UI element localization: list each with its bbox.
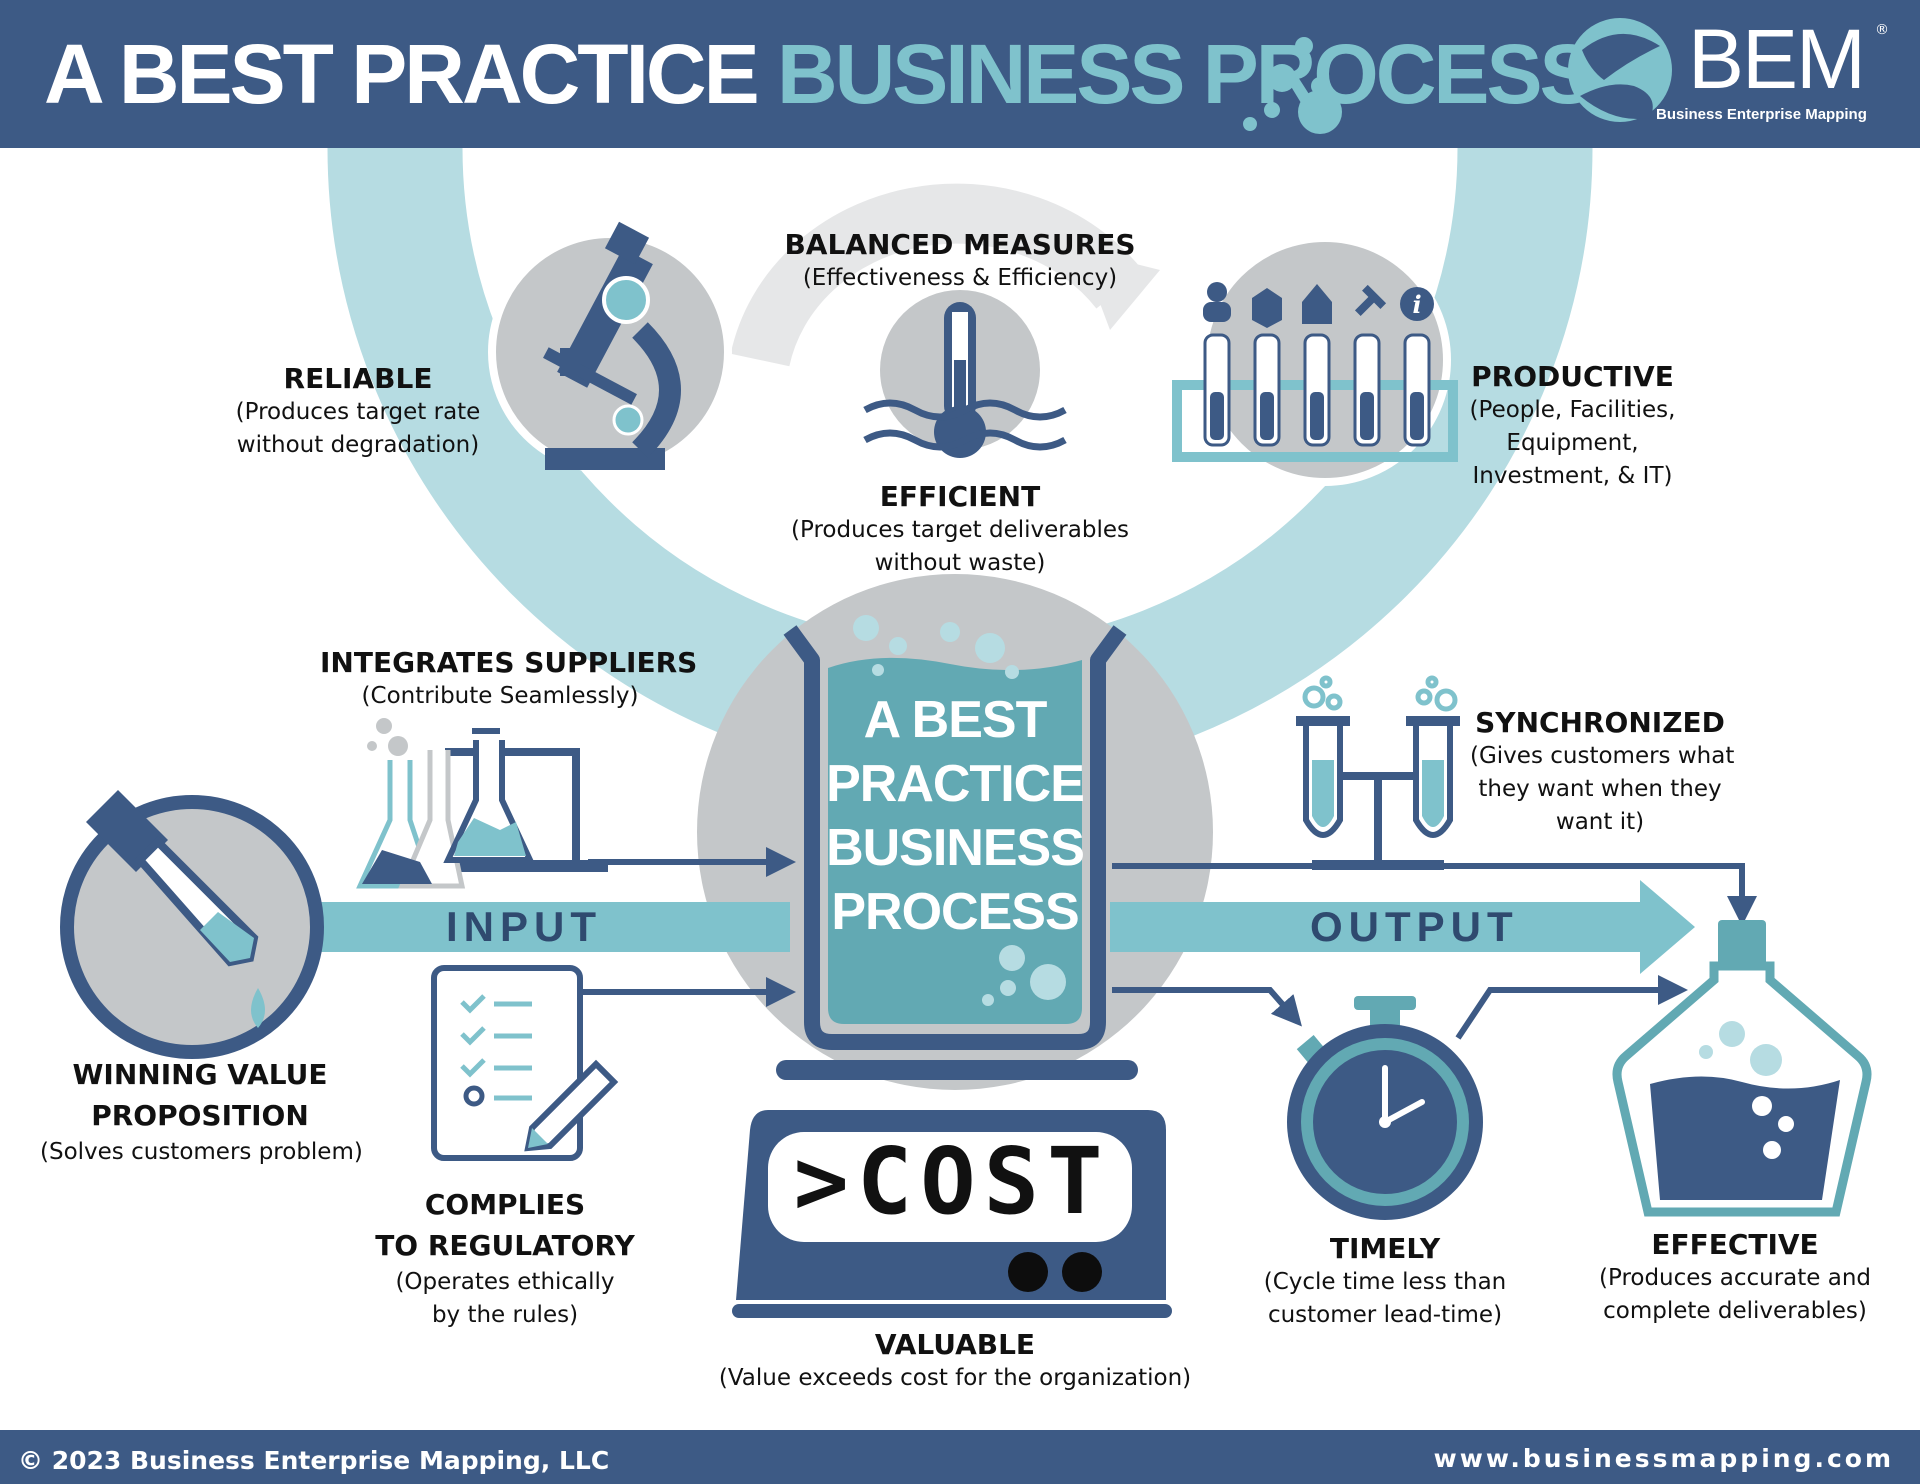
beaker-line: PROCESS [831,883,1079,941]
arrow-process-to-timely [1112,987,1302,1027]
test-tube-rack-icon: i [1172,234,1458,486]
effective-title: EFFECTIVE [1651,1228,1819,1261]
reliable-desc-line: without degradation) [236,432,480,458]
winning-value-title-line: PROPOSITION [91,1099,309,1132]
efficient-desc-line: without waste) [874,550,1046,576]
reliable-desc-line: (Produces target rate [235,399,481,425]
effective-label: EFFECTIVE (Produces accurate and complet… [1595,1228,1875,1328]
logo-subtitle: Business Enterprise Mapping [1656,106,1867,123]
integrates-suppliers-title: INTEGRATES SUPPLIERS [320,646,698,679]
scale-icon [732,1060,1172,1318]
beaker-line: BUSINESS [826,819,1085,877]
complies-label: COMPLIES TO REGULATORY (Operates ethical… [360,1184,650,1332]
logo-text: BEM [1688,12,1866,106]
complies-title-line: TO REGULATORY [375,1229,635,1262]
input-label: INPUT [446,903,602,950]
efficient-desc-line: (Produces target deliverables [791,517,1129,543]
efficient-title: EFFICIENT [879,480,1041,513]
valuable-desc: (Value exceeds cost for the organization… [718,1365,1192,1391]
bem-logo-icon [1568,18,1672,122]
beaker-line: PRACTICE [826,755,1085,813]
reliable-label: RELIABLE (Produces target rate without d… [218,362,498,462]
beaker-label: A BEST PRACTICE BUSINESS PROCESS [826,688,1085,944]
scale-display: >COST [793,1128,1111,1235]
output-label: OUTPUT [1310,903,1519,950]
dropper-icon [60,790,324,1059]
microscope-icon [488,221,732,474]
stopwatch-icon [1287,996,1483,1220]
timely-title: TIMELY [1329,1232,1441,1265]
timely-desc-line: customer lead-time) [1267,1302,1503,1328]
potion-flask-icon [1612,920,1872,1217]
output-band-arrow [1110,880,1695,974]
beaker-line: A BEST [863,691,1048,749]
beaker-icon [783,615,1127,1050]
logo-registered-mark: ® [1875,22,1889,38]
efficient-label: EFFICIENT (Produces target deliverables … [770,480,1150,580]
productive-title: PRODUCTIVE [1471,360,1674,393]
page-title: A BEST PRACTICE BUSINESS PROCESS [44,18,1596,130]
flasks-icon [356,718,608,889]
footer-copyright: © 2023 Business Enterprise Mapping, LLC [18,1446,610,1475]
complies-title-line: COMPLIES [424,1188,586,1221]
refresh-arrow-shape [730,183,1144,367]
footer-bar [0,1430,1920,1484]
balanced-measures-desc: (Effectiveness & Efficiency) [802,265,1118,291]
winning-value-label: WINNING VALUE PROPOSITION (Solves custom… [40,1054,363,1169]
winning-value-title-line: WINNING VALUE [72,1058,328,1091]
balanced-measures-title: BALANCED MEASURES [784,228,1136,261]
thermometer-icon [863,290,1067,458]
productive-desc-line: Equipment, [1506,430,1639,456]
timely-label: TIMELY (Cycle time less than customer le… [1250,1232,1520,1332]
synchronized-desc-line: want it) [1555,809,1645,835]
productive-desc-line: Investment, & IT) [1472,463,1673,489]
reliable-title: RELIABLE [283,362,433,395]
effective-desc-line: complete deliverables) [1603,1298,1867,1324]
title-part-1: A BEST PRACTICE [44,27,760,121]
input-band [270,902,790,952]
footer-website-link[interactable]: www.businessmapping.com [1433,1444,1894,1473]
header-bubbles [1243,37,1342,134]
valuable-title: VALUABLE [874,1328,1036,1361]
synchronized-tubes-icon [1296,675,1460,870]
synchronized-desc-line: they want when they [1478,776,1722,802]
synchronized-title: SYNCHRONIZED [1475,706,1725,739]
effective-desc-line: (Produces accurate and [1599,1265,1871,1291]
balanced-measures-label: BALANCED MEASURES (Effectiveness & Effic… [760,228,1160,295]
winning-value-desc: (Solves customers problem) [40,1139,363,1165]
synchronized-label: SYNCHRONIZED (Gives customers what they … [1470,706,1735,839]
productive-desc-line: (People, Facilities, [1469,397,1676,423]
title-part-2: BUSINESS PROCESS [776,27,1596,121]
integrates-suppliers-desc: (Contribute Seamlessly) [361,683,639,709]
synchronized-desc-line: (Gives customers what [1470,743,1735,769]
svg-text:i: i [1412,290,1421,319]
timely-desc-line: (Cycle time less than [1263,1269,1507,1295]
checklist-icon [431,965,619,1161]
valuable-label: VALUABLE (Value exceeds cost for the org… [705,1328,1205,1395]
complies-desc-line: (Operates ethically [395,1269,615,1295]
arrow-timely-to-effective [1455,975,1688,1040]
productive-label: PRODUCTIVE (People, Facilities, Equipmen… [1450,360,1695,493]
integrates-suppliers-label: INTEGRATES SUPPLIERS (Contribute Seamles… [320,646,698,713]
complies-desc-line: by the rules) [431,1302,579,1328]
